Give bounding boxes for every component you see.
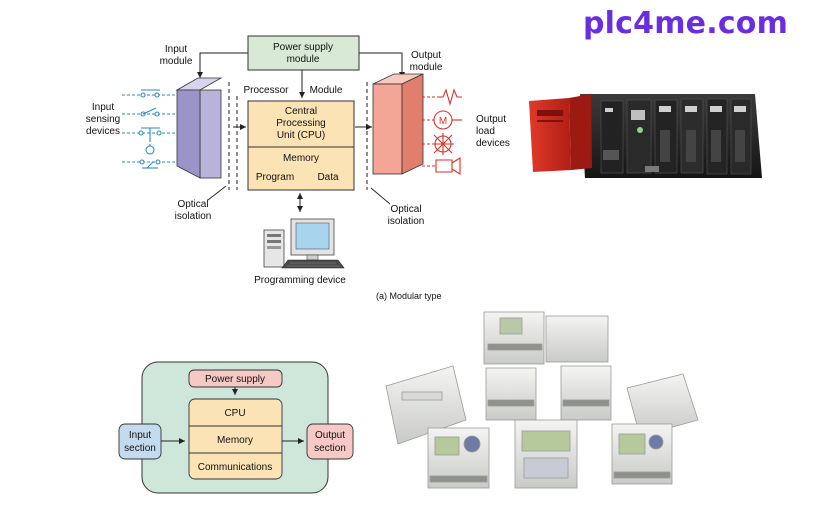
cpu-label-line2: Processing	[276, 118, 325, 129]
input-module	[175, 77, 223, 179]
output-module-label-line1: Output	[411, 50, 441, 61]
memory-label: Memory	[283, 153, 319, 164]
compact-input-label-line1: Input	[129, 430, 151, 441]
input-devices-label-line3: devices	[86, 126, 120, 137]
input-devices-label-line1: Input	[92, 102, 114, 113]
program-label: Program	[256, 172, 294, 183]
compact-memory-label: Memory	[217, 435, 253, 446]
power-supply-label-line2: module	[287, 54, 320, 65]
output-module	[372, 73, 424, 175]
input-devices-label-line2: sensing	[86, 114, 120, 125]
horn-icon	[435, 157, 461, 175]
output-devices-label-line3: devices	[476, 138, 510, 149]
power-supply-label-line1: Power supply	[273, 42, 333, 53]
switch-icon	[138, 127, 162, 140]
modular-caption: (a) Modular type	[376, 291, 442, 301]
input-module-label-line1: Input	[165, 44, 187, 55]
heater-icon	[438, 88, 462, 107]
keyboard-icon	[281, 259, 345, 269]
compact-plc-diagram: Power supply CPU Memory Communications I…	[118, 361, 354, 494]
site-brand: plc4me.com	[583, 6, 789, 41]
compact-output-label-line1: Output	[315, 430, 345, 441]
optical-isolation-right-pointer	[370, 187, 391, 205]
programming-device-label: Programming device	[254, 275, 346, 286]
power-connectors	[197, 52, 405, 98]
output-module-label-line2: module	[410, 62, 443, 73]
compact-input-label-line2: section	[124, 443, 156, 454]
optical-isolation-left-line1: Optical	[177, 199, 208, 210]
cpu-memory-box: Central Processing Unit (CPU) Memory Pro…	[247, 100, 355, 191]
switch-icon	[140, 89, 160, 98]
module-label: Module	[310, 85, 343, 96]
lamp-icon	[432, 133, 454, 155]
optical-isolation-right-line2: isolation	[388, 216, 425, 227]
compact-output-label-line2: section	[314, 443, 346, 454]
power-supply-module: Power supply module	[247, 35, 360, 71]
output-load-devices	[422, 88, 462, 175]
compact-cpu-label: CPU	[224, 408, 245, 419]
input-module-label-line2: module	[160, 56, 193, 67]
tower-icon	[263, 229, 285, 268]
optical-isolation-left-pointer	[207, 185, 227, 201]
processor-label: Processor	[243, 85, 289, 96]
cpu-label-line3: Unit (CPU)	[277, 130, 325, 141]
optical-isolation-right-line1: Optical	[390, 204, 421, 215]
output-devices-label-line1: Output	[476, 114, 506, 125]
switch-icon	[145, 140, 155, 155]
motor-icon	[432, 110, 462, 130]
compact-plc-photo	[385, 311, 699, 489]
modular-plc-photo	[522, 78, 816, 183]
programming-device	[263, 218, 345, 269]
monitor-icon	[290, 218, 335, 261]
switch-icon	[139, 159, 161, 169]
switch-icon	[140, 107, 160, 117]
input-sensing-devices	[122, 89, 178, 169]
cpu-label-line1: Central	[285, 106, 317, 117]
motor-symbol: M	[439, 116, 447, 127]
processor-module: Processor Module	[236, 85, 343, 190]
optical-isolation-left-line2: isolation	[175, 211, 212, 222]
compact-communications-label: Communications	[198, 462, 272, 473]
data-label: Data	[317, 172, 339, 183]
compact-power-supply-label: Power supply	[205, 374, 265, 385]
output-devices-label-line2: load	[476, 126, 495, 137]
